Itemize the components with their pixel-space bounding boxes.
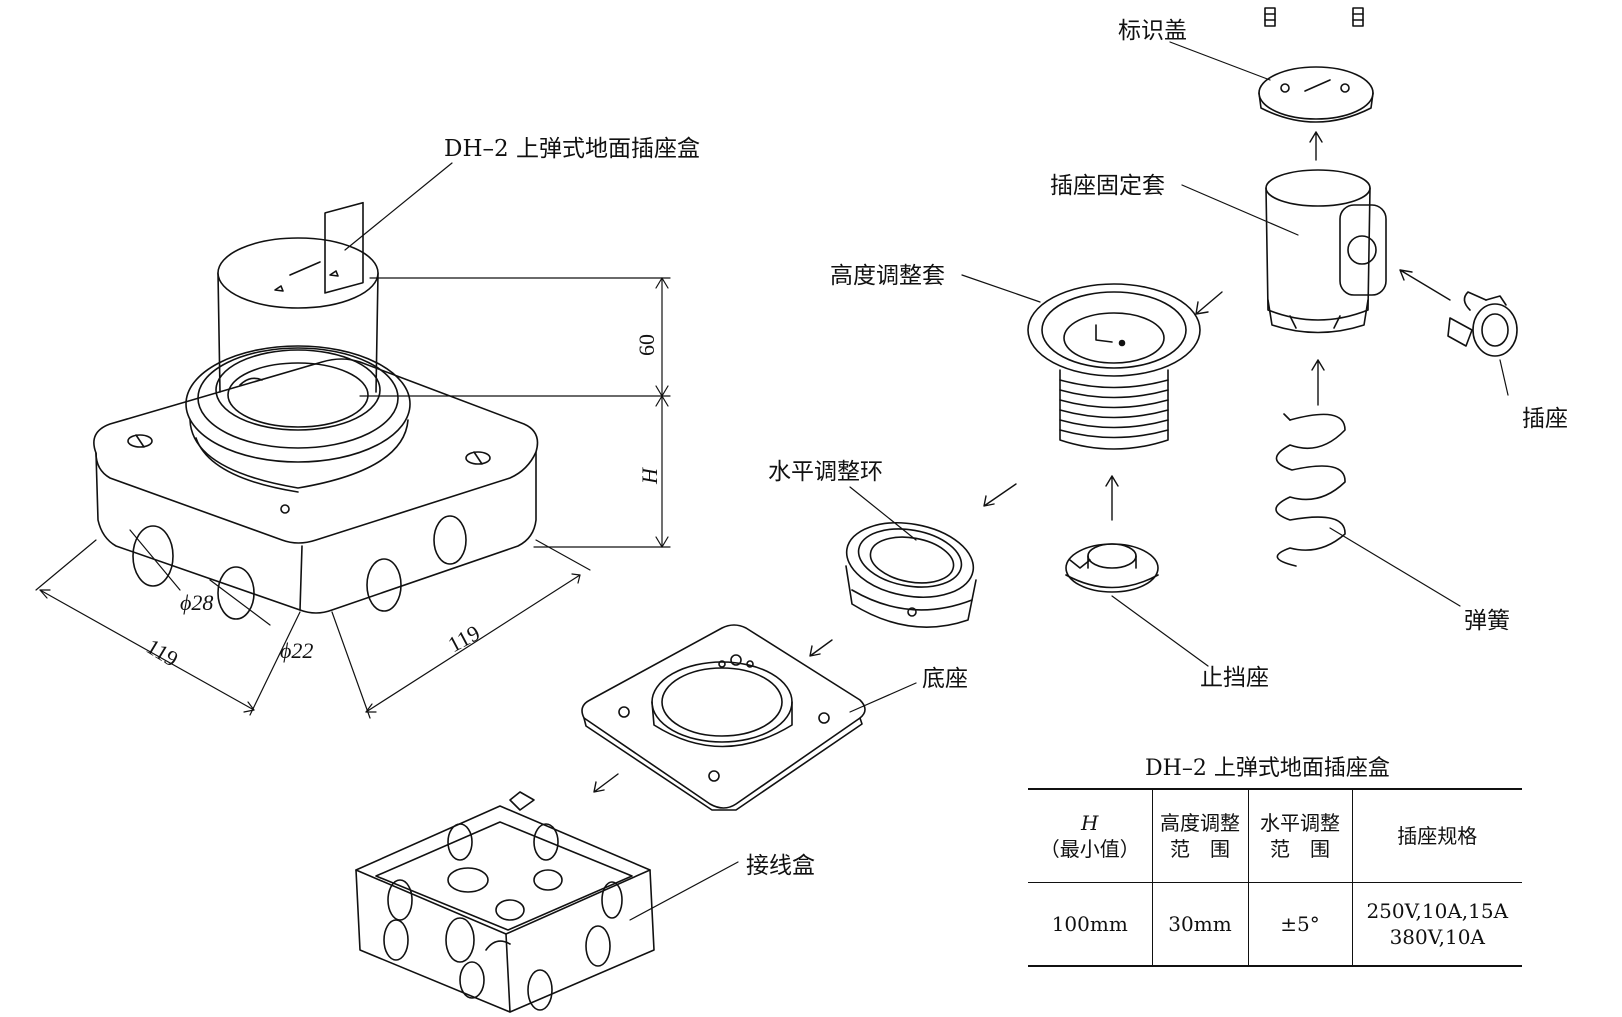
outer-ring: [185, 345, 411, 463]
knockout-hole: [585, 925, 611, 967]
junction-box-label: 接线盒: [746, 853, 815, 879]
screw: [465, 451, 491, 465]
knockout-hole: [527, 969, 553, 1011]
dimension-lines: [35, 162, 671, 719]
header-level-range-line1: 水平调整: [1260, 811, 1340, 835]
stop-seat-label: 止挡座: [1200, 665, 1269, 691]
inner-ring: [215, 349, 381, 431]
knockout-hole: [383, 919, 409, 961]
header-level-range-line2: 范 围: [1270, 837, 1330, 861]
knockout-hole: [445, 917, 475, 963]
cell-height-range: 30mm: [1151, 882, 1248, 967]
cap-screw: [1352, 7, 1364, 27]
header-height-range: 高度调整 范 围: [1151, 788, 1248, 883]
knockout-hole: [217, 566, 255, 620]
cell-socket-spec-line2: 380V,10A: [1389, 925, 1485, 949]
base-label: 底座: [922, 666, 968, 692]
header-level-range: 水平调整 范 围: [1247, 788, 1352, 883]
junction-box: [355, 791, 655, 1013]
assembled-floor-socket-box: [93, 201, 539, 620]
height-sleeve-label: 高度调整套: [830, 263, 945, 289]
cell-socket-spec: 250V,10A,15A 380V,10A: [1351, 882, 1522, 967]
socket-sleeve-label: 插座固定套: [1050, 173, 1165, 199]
knockout-hole: [366, 558, 402, 612]
dim-phi22: ϕ22: [280, 638, 314, 663]
dim-h: H: [636, 468, 662, 484]
box-top-plate: [93, 358, 539, 544]
assembly-title-label: DH–2 上弹式地面插座盒: [444, 136, 700, 162]
spec-table-header-row: H （最小值） 高度调整 范 围 水平调整 范 围 插座规格: [1028, 788, 1522, 883]
knockout-hole: [459, 961, 485, 999]
header-h-name: H: [1081, 811, 1099, 835]
cell-level-range: ±5°: [1247, 882, 1352, 967]
socket-label: 插座: [1522, 406, 1568, 432]
base-plate: [581, 624, 866, 811]
knockout-hole: [387, 879, 413, 921]
box-walls: [95, 451, 537, 614]
knockout-hole: [433, 515, 467, 565]
dim-phi28: ϕ28: [180, 590, 214, 615]
header-height-range-line2: 范 围: [1170, 837, 1230, 861]
header-h: H （最小值）: [1028, 788, 1152, 883]
header-h-sub: （最小值）: [1039, 837, 1140, 861]
cap-screw: [1264, 7, 1276, 27]
spring: [1275, 413, 1346, 567]
knockout-hole: [447, 823, 473, 861]
popup-cylinder: [217, 272, 379, 393]
spring-label: 弹簧: [1464, 608, 1510, 634]
cell-socket-spec-line1: 250V,10A,15A: [1366, 899, 1509, 923]
screw: [127, 434, 153, 448]
socket-part: [1447, 291, 1518, 357]
cap-label: 标识盖: [1118, 18, 1187, 44]
stop-seat: [1065, 543, 1159, 593]
level-adjust-ring: [845, 522, 977, 628]
header-height-range-line1: 高度调整: [1160, 811, 1240, 835]
identification-cap: [1258, 7, 1374, 123]
knockout-hole: [601, 881, 623, 919]
height-adjust-sleeve: [1027, 283, 1201, 450]
header-socket-spec: 插座规格: [1351, 788, 1522, 883]
spec-table-title: DH–2 上弹式地面插座盒: [1145, 756, 1390, 781]
popup-lid: [217, 237, 379, 309]
socket-fixing-sleeve: [1265, 169, 1387, 334]
knockout-hole: [132, 525, 174, 587]
cell-h-value: 100mm: [1028, 882, 1152, 967]
level-ring-label: 水平调整环: [768, 459, 883, 485]
dim-60: 60: [634, 334, 659, 356]
spec-table-row: 100mm 30mm ±5° 250V,10A,15A 380V,10A: [1028, 882, 1522, 967]
spec-table: H （最小值） 高度调整 范 围 水平调整 范 围 插座规格 100mm 30m…: [1028, 788, 1522, 967]
knockout-hole: [533, 823, 559, 861]
